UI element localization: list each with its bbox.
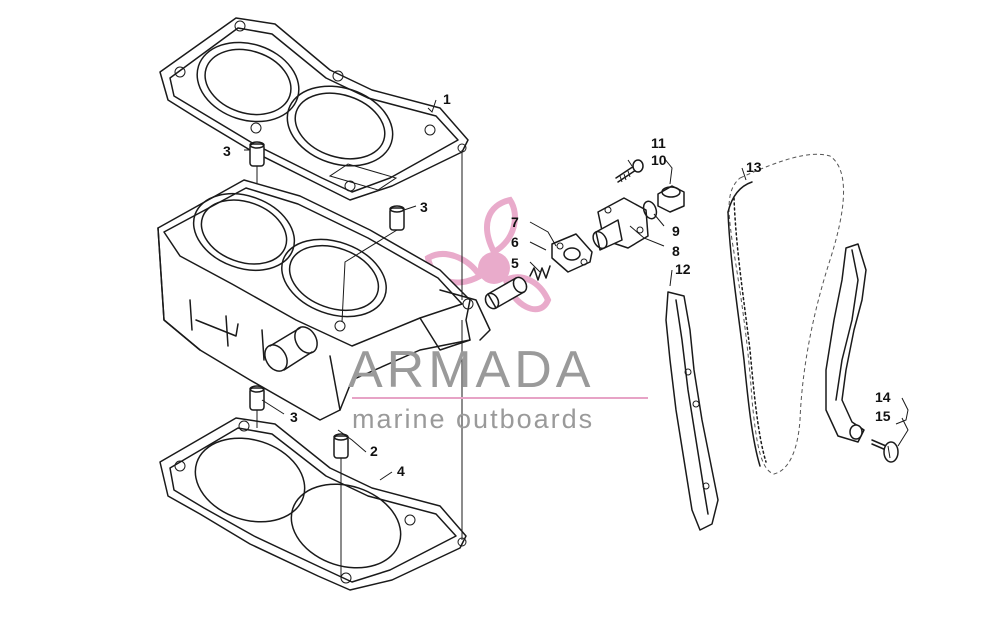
callout-7: 7 <box>511 214 519 230</box>
cylinder-head-gasket <box>159 17 469 201</box>
callout-10: 10 <box>651 152 667 168</box>
callout-15: 15 <box>875 408 891 424</box>
alignment-lines <box>256 150 463 578</box>
o-ring <box>642 200 658 220</box>
callout-9: 9 <box>672 223 680 239</box>
dowel-pin-right <box>389 205 405 231</box>
watermark: ARMADA marine outboards <box>348 341 648 434</box>
tensioner-bolt <box>615 159 644 183</box>
dowel-pin-top <box>249 141 265 167</box>
watermark-tagline: marine outboards <box>352 404 594 434</box>
callout-2: 2 <box>370 443 378 459</box>
callout-12: 12 <box>675 261 691 277</box>
cylinder-base-gasket <box>159 417 467 591</box>
callout-8: 8 <box>672 243 680 259</box>
cam-chain-tensioner <box>592 197 649 251</box>
watermark-brand: ARMADA <box>348 341 594 399</box>
callout-3-right: 3 <box>420 199 428 215</box>
cylinder-block <box>157 179 491 421</box>
callout-1: 1 <box>443 91 451 107</box>
callout-14: 14 <box>875 389 891 405</box>
callout-5: 5 <box>511 255 519 271</box>
cam-chain-guide <box>665 291 719 531</box>
callout-3-top: 3 <box>223 143 231 159</box>
tensioner-cap-bolt <box>657 185 685 213</box>
callout-13: 13 <box>746 159 762 175</box>
dowel-pin-bottom-left <box>249 385 265 411</box>
cam-chain <box>727 153 845 475</box>
chain-tensioner-blade <box>825 243 867 443</box>
pivot-bolt <box>871 439 899 463</box>
tensioner-plunger <box>484 276 528 310</box>
callout-4: 4 <box>397 463 405 479</box>
callout-labels: 1 2 3 3 3 4 5 6 7 8 9 10 11 12 13 14 15 <box>223 91 891 479</box>
tensioner-gasket <box>551 233 593 273</box>
leader-lines <box>244 99 909 481</box>
tensioner-spring <box>529 265 551 281</box>
callout-6: 6 <box>511 234 519 250</box>
dowel-pin-bottom-right <box>333 433 349 459</box>
callout-11: 11 <box>651 135 666 151</box>
callout-3-bottom: 3 <box>290 409 298 425</box>
